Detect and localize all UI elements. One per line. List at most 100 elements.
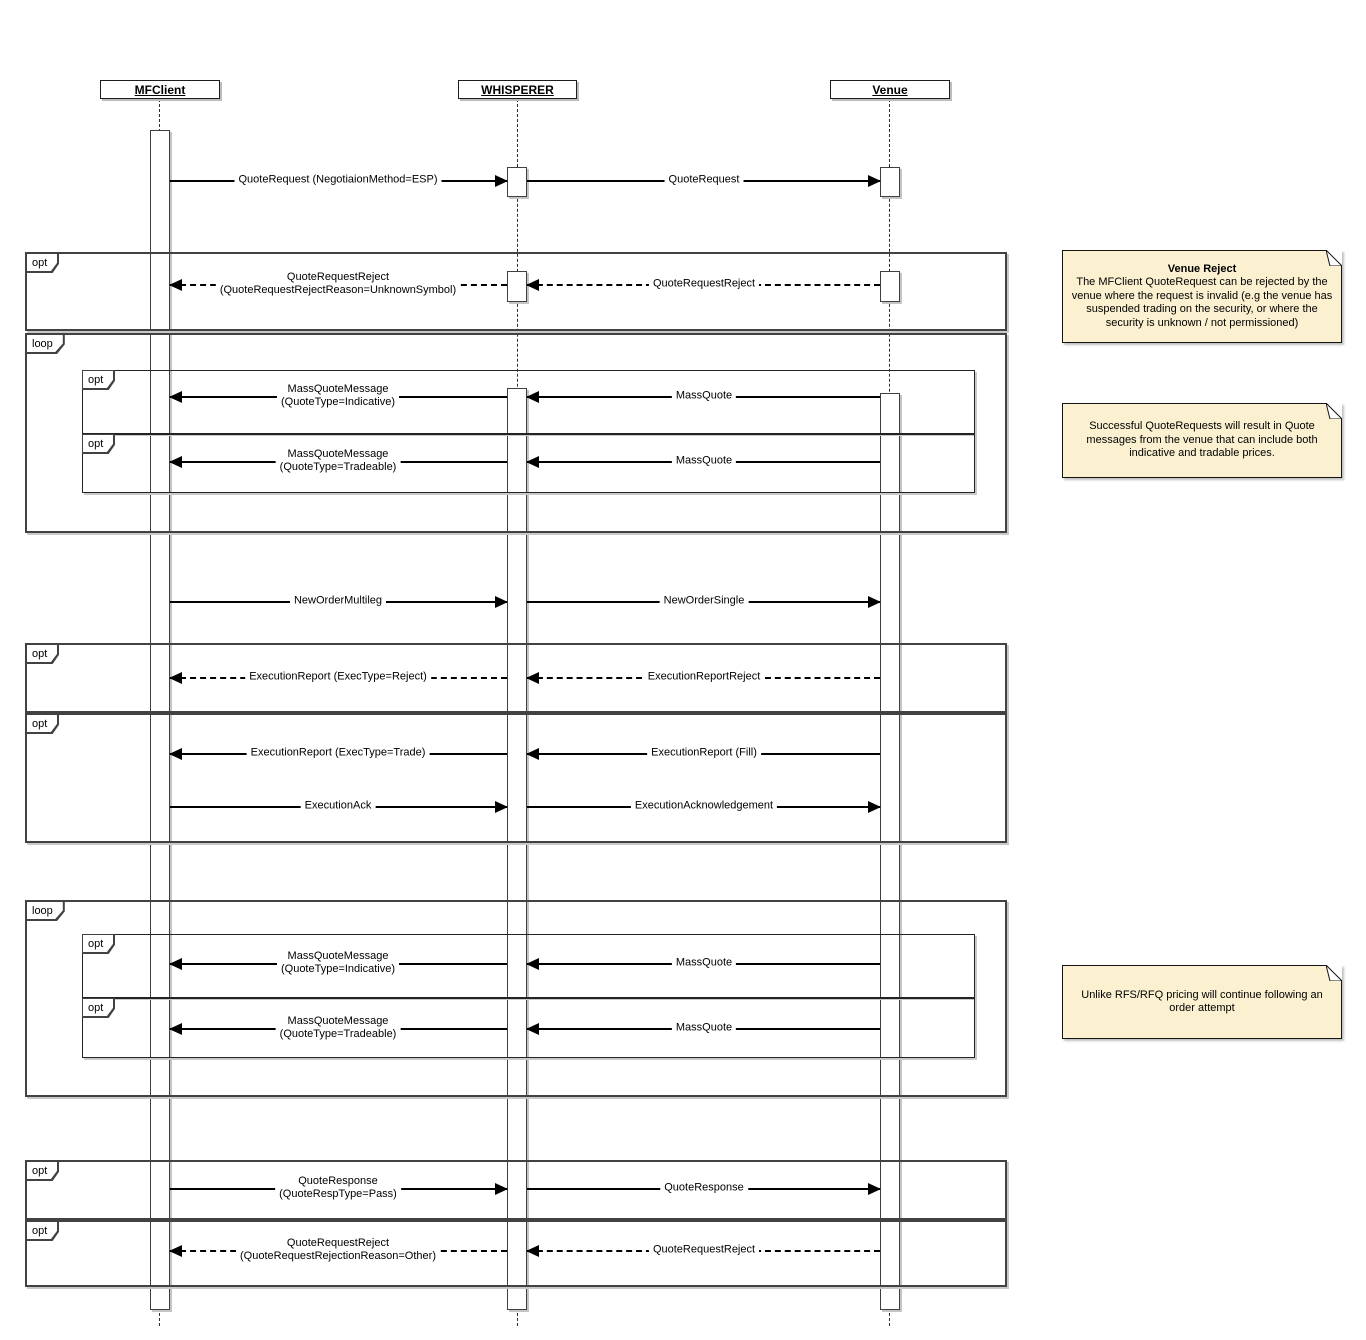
activation-whisperer: [507, 388, 527, 1310]
arrowhead-right-icon: [868, 801, 881, 813]
message-label: QuoteRequestReject: [648, 1243, 760, 1257]
frame-label: opt: [82, 998, 115, 1018]
message-label: ExecutionReportReject: [643, 670, 765, 684]
arrowhead-left-icon: [169, 958, 182, 970]
frame-label-text: opt: [32, 1225, 48, 1237]
frame-opt-quote-reject-2: opt: [25, 1220, 1007, 1287]
frame-label-text: loop: [32, 905, 53, 917]
frame-opt-tradeable: opt: [82, 434, 975, 493]
message-label: MassQuoteMessage (QuoteType=Tradeable): [275, 1015, 401, 1041]
message-label: NewOrderMultileg: [289, 594, 387, 608]
frame-label: opt: [26, 644, 59, 664]
arrowhead-left-icon: [526, 958, 539, 970]
frame-opt-quote-response: opt: [25, 1160, 1007, 1220]
actor-label: MFClient: [134, 82, 186, 97]
actor-label: WHISPERER: [481, 82, 554, 97]
message-label: MassQuote: [671, 956, 737, 970]
frame-label: opt: [26, 253, 59, 273]
actor-whisperer: WHISPERER: [458, 80, 577, 99]
frame-label: opt: [26, 1161, 59, 1181]
frame-label: loop: [26, 901, 65, 921]
frame-opt-exec-trade: opt: [25, 713, 1007, 843]
note-venue-reject: Venue Reject The MFClient QuoteRequest c…: [1062, 250, 1342, 343]
frame-loop-quotes-2: loop: [25, 900, 1007, 1097]
message-label: MassQuote: [671, 389, 737, 403]
actor-mfclient: MFClient: [100, 80, 220, 99]
note-pricing-continues: Unlike RFS/RFQ pricing will continue fol…: [1062, 965, 1342, 1039]
frame-opt-indicative-2: opt: [82, 934, 975, 998]
message-label: ExecutionReport (ExecType=Trade): [246, 746, 430, 760]
message-label: ExecutionAcknowledgement: [630, 799, 778, 813]
arrowhead-left-icon: [169, 1245, 182, 1257]
message-label: ExecutionAck: [300, 799, 376, 813]
frame-label-text: opt: [32, 718, 48, 730]
message-label: QuoteRequest: [664, 173, 744, 187]
arrowhead-left-icon: [169, 748, 182, 760]
frame-label-text: opt: [32, 1165, 48, 1177]
frame-label: opt: [82, 370, 115, 390]
activation-venue: [880, 393, 900, 1310]
arrowhead-left-icon: [169, 391, 182, 403]
arrowhead-left-icon: [169, 1023, 182, 1035]
frame-opt-exec-reject: opt: [25, 643, 1007, 713]
note-body: Successful QuoteRequests will result in …: [1086, 420, 1318, 460]
note-fold-icon: [1326, 403, 1342, 419]
message-label: MassQuoteMessage (QuoteType=Indicative): [276, 383, 400, 409]
message-label: MassQuote: [671, 1021, 737, 1035]
note-fold-icon: [1326, 250, 1342, 266]
arrowhead-right-icon: [495, 175, 508, 187]
arrowhead-left-icon: [526, 456, 539, 468]
message-label: QuoteResponse: [660, 1181, 748, 1195]
frame-label-text: opt: [32, 257, 48, 269]
arrowhead-left-icon: [169, 456, 182, 468]
arrowhead-right-icon: [495, 801, 508, 813]
arrowhead-left-icon: [526, 279, 539, 291]
frame-label: opt: [82, 434, 115, 454]
note-body: Unlike RFS/RFQ pricing will continue fol…: [1081, 988, 1323, 1015]
activation-venue: [880, 167, 900, 197]
frame-label-text: opt: [88, 938, 104, 950]
frame-label-text: opt: [32, 648, 48, 660]
arrowhead-left-icon: [169, 672, 182, 684]
note-title: Venue Reject: [1167, 262, 1237, 275]
message-label: MassQuoteMessage (QuoteType=Indicative): [276, 950, 400, 976]
arrowhead-left-icon: [526, 1245, 539, 1257]
arrowhead-right-icon: [868, 175, 881, 187]
message-label: QuoteRequestReject (QuoteRequestRejectio…: [236, 1237, 440, 1263]
arrowhead-right-icon: [868, 1183, 881, 1195]
arrowhead-left-icon: [526, 1023, 539, 1035]
message-label: MassQuoteMessage (QuoteType=Tradeable): [275, 448, 401, 474]
frame-label-text: loop: [32, 338, 53, 350]
message-label: ExecutionReport (Fill): [647, 746, 761, 760]
frame-label: opt: [26, 1221, 59, 1241]
note-body: The MFClient QuoteRequest can be rejecte…: [1071, 276, 1333, 329]
frame-loop-quotes: loop: [25, 333, 1007, 533]
activation-whisperer: [507, 167, 527, 197]
frame-opt-indicative: opt: [82, 370, 975, 434]
frame-label-text: opt: [88, 438, 104, 450]
arrowhead-right-icon: [868, 596, 881, 608]
message-label: MassQuote: [671, 454, 737, 468]
activation-venue: [880, 271, 900, 302]
message-label: QuoteRequest (NegotiaionMethod=ESP): [234, 173, 442, 187]
message-label: QuoteRequestReject (QuoteRequestRejectRe…: [215, 271, 461, 297]
actor-label: Venue: [872, 82, 908, 97]
message-label: ExecutionReport (ExecType=Reject): [245, 670, 431, 684]
frame-label-text: opt: [88, 1002, 104, 1014]
frame-label-text: opt: [88, 374, 104, 386]
frame-label: opt: [82, 934, 115, 954]
arrowhead-right-icon: [495, 1183, 508, 1195]
message-label: QuoteResponse (QuoteRespType=Pass): [275, 1175, 401, 1201]
message-label: QuoteRequestReject: [648, 277, 760, 291]
arrowhead-left-icon: [526, 672, 539, 684]
actor-venue: Venue: [830, 80, 950, 99]
frame-opt-quote-request-reject: opt: [25, 252, 1007, 331]
arrowhead-left-icon: [169, 279, 182, 291]
arrowhead-right-icon: [495, 596, 508, 608]
message-label: NewOrderSingle: [659, 594, 749, 608]
frame-label: loop: [26, 334, 65, 354]
arrowhead-left-icon: [526, 748, 539, 760]
frame-opt-tradeable-2: opt: [82, 998, 975, 1058]
arrowhead-left-icon: [526, 391, 539, 403]
